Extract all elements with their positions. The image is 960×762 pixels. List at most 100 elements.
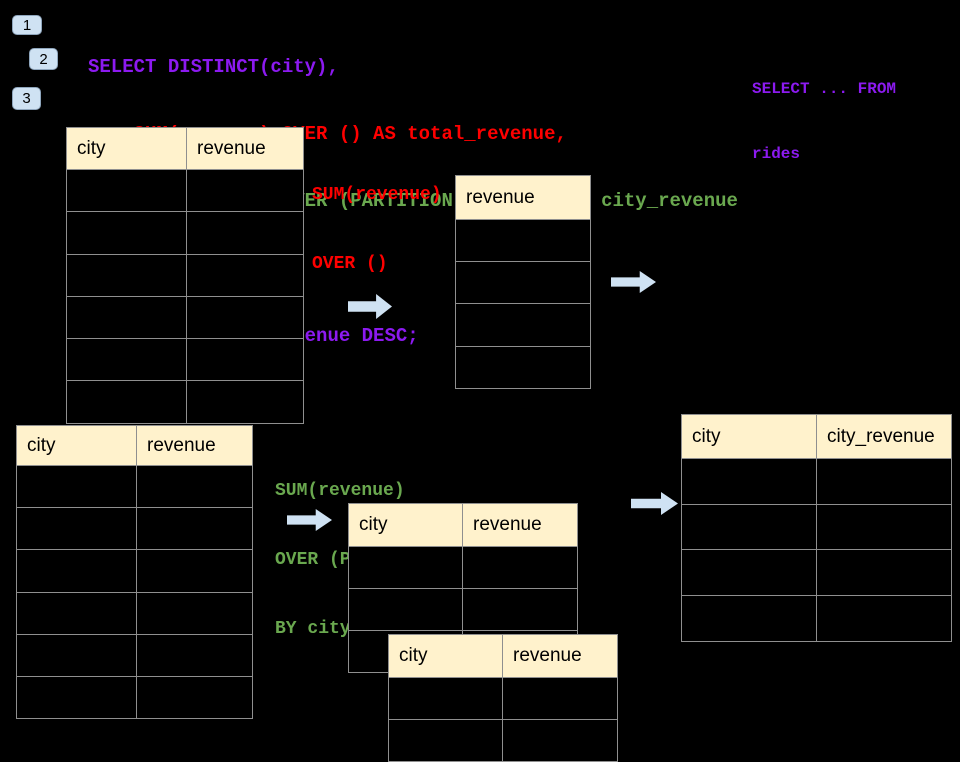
annotation-total-line-1: SUM(revenue) xyxy=(312,185,442,205)
annotation-partition-line-1: SUM(revenue) xyxy=(275,481,405,501)
empty-cell xyxy=(16,549,137,593)
empty-cell xyxy=(186,380,304,424)
empty-cell xyxy=(66,295,187,340)
table-rides-source-top: city revenue xyxy=(66,127,304,424)
side-note-line-1: SELECT ... FROM xyxy=(752,80,897,98)
table-rides-source-bottom: city revenue xyxy=(16,425,253,720)
column-header-city: city xyxy=(16,425,137,466)
empty-cell xyxy=(681,549,817,597)
column-header-city-revenue: city_revenue xyxy=(816,414,952,459)
empty-cell xyxy=(462,546,578,589)
empty-cell xyxy=(136,464,253,509)
table-row xyxy=(388,719,618,762)
annotation-total-line-2: OVER () xyxy=(312,254,388,274)
table-header-row: city revenue xyxy=(66,127,304,170)
side-note-select-from: SELECT ... FROM rides xyxy=(752,36,896,187)
empty-cell xyxy=(16,464,137,509)
empty-cell xyxy=(66,211,187,255)
step-badge-2-label: 2 xyxy=(39,50,48,68)
empty-cell xyxy=(16,507,137,551)
column-header-revenue: revenue xyxy=(186,127,304,170)
table-row xyxy=(455,218,591,263)
empty-cell xyxy=(816,595,952,642)
table-row xyxy=(16,507,253,551)
empty-cell xyxy=(816,503,952,551)
empty-cell xyxy=(16,675,137,720)
table-row xyxy=(16,633,253,677)
empty-cell xyxy=(186,211,304,255)
empty-cell xyxy=(66,338,187,382)
table-row xyxy=(66,253,304,297)
table-row xyxy=(348,546,578,589)
empty-cell xyxy=(462,588,578,631)
empty-cell xyxy=(455,345,591,389)
table-row xyxy=(66,338,304,382)
table-total-revenue-result: revenue xyxy=(455,175,591,389)
step-badge-3-label: 3 xyxy=(22,90,31,107)
table-row xyxy=(681,458,952,505)
empty-cell xyxy=(136,591,253,635)
annotation-total-revenue: SUM(revenue) OVER () xyxy=(312,138,442,299)
table-row xyxy=(681,549,952,597)
empty-cell xyxy=(816,549,952,597)
empty-cell xyxy=(388,677,503,720)
flow-arrow-icon xyxy=(287,509,332,531)
flow-arrow-icon xyxy=(611,271,656,293)
table-row xyxy=(455,345,591,389)
table-header-row: city revenue xyxy=(388,634,618,678)
empty-cell xyxy=(16,591,137,635)
empty-cell xyxy=(455,303,591,347)
empty-cell xyxy=(136,549,253,593)
table-row xyxy=(455,261,591,305)
empty-cell xyxy=(186,168,304,213)
sql-line-select: SELECT DISTINCT(city), xyxy=(88,55,339,78)
empty-cell xyxy=(681,458,817,505)
empty-cell xyxy=(136,633,253,677)
empty-cell xyxy=(502,677,618,720)
column-header-revenue: revenue xyxy=(502,634,618,678)
empty-cell xyxy=(348,546,463,589)
empty-cell xyxy=(348,588,463,631)
column-header-city: city xyxy=(681,414,817,459)
step-badge-2: 2 xyxy=(29,48,58,70)
table-row xyxy=(348,588,578,631)
empty-cell xyxy=(455,218,591,263)
table-row xyxy=(66,295,304,340)
empty-cell xyxy=(186,338,304,382)
table-final-result: city city_revenue xyxy=(681,414,952,642)
table-row xyxy=(16,675,253,720)
column-header-revenue: revenue xyxy=(455,175,591,220)
empty-cell xyxy=(388,719,503,762)
empty-cell xyxy=(502,719,618,762)
column-header-city: city xyxy=(388,634,503,678)
table-row xyxy=(66,168,304,213)
step-badge-1-label: 1 xyxy=(22,16,32,34)
column-header-revenue: revenue xyxy=(462,503,578,547)
empty-cell xyxy=(681,595,817,642)
column-header-city: city xyxy=(348,503,463,547)
flow-arrow-icon xyxy=(631,492,678,515)
table-header-row: city revenue xyxy=(348,503,578,547)
table-header-row: city revenue xyxy=(16,425,253,466)
empty-cell xyxy=(66,168,187,213)
step-badge-1: 1 xyxy=(12,15,42,35)
table-partition-front: city revenue xyxy=(388,634,618,762)
step-badge-3: 3 xyxy=(12,87,41,110)
table-row xyxy=(16,464,253,509)
table-row xyxy=(66,380,304,424)
empty-cell xyxy=(455,261,591,305)
empty-cell xyxy=(186,295,304,340)
empty-cell xyxy=(186,253,304,297)
table-header-row: city city_revenue xyxy=(681,414,952,459)
table-row xyxy=(681,503,952,551)
table-row xyxy=(681,595,952,642)
table-row xyxy=(16,549,253,593)
table-row xyxy=(16,591,253,635)
table-row xyxy=(455,303,591,347)
empty-cell xyxy=(136,507,253,551)
empty-cell xyxy=(681,503,817,551)
empty-cell xyxy=(816,458,952,505)
annotation-partition-line-3: BY city) xyxy=(275,619,362,639)
column-header-revenue: revenue xyxy=(136,425,253,466)
flow-arrow-icon xyxy=(348,294,392,319)
